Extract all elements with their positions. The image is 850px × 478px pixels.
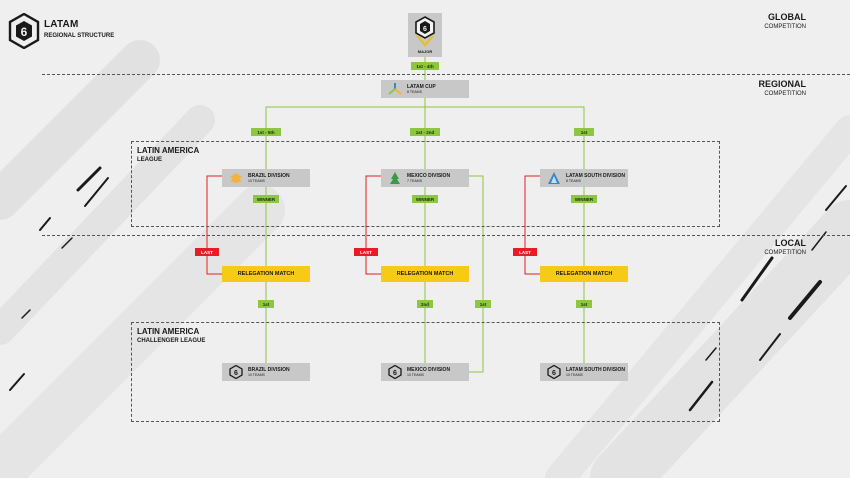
global-tier-subtitle: COMPETITION — [764, 24, 806, 30]
south-league-card[interactable]: LATAM SOUTH DIVISION 8 TEAMS — [540, 169, 628, 187]
mexico-challenger-name: MEXICO DIVISION — [407, 366, 451, 373]
mexico-league-name: MEXICO DIVISION — [407, 172, 451, 179]
mexico-cup-tag: 1st - 2nd — [410, 128, 440, 136]
rainbow-six-badge-icon: 6 — [547, 365, 561, 379]
mexico-league-card[interactable]: MEXICO DIVISION 7 TEAMS — [381, 169, 469, 187]
south-winner-tag: WINNER — [571, 195, 597, 203]
latam-cup-teams: 8 TEAMS — [407, 89, 422, 94]
svg-text:6: 6 — [393, 370, 397, 377]
major-label: MAJOR — [417, 49, 433, 54]
mexico-last-line — [365, 175, 382, 275]
brand-title: LATAM — [44, 19, 79, 30]
latam-cup-card[interactable]: LATAM CUP 8 TEAMS — [381, 80, 469, 98]
local-tier-subtitle: COMPETITION — [764, 250, 806, 256]
rainbow-six-logo-icon: 6 — [8, 13, 40, 49]
league-subtitle: LEAGUE — [137, 157, 163, 163]
brazil-relegation-match[interactable]: RELEGATION MATCH — [222, 266, 310, 282]
challenger-title: LATIN AMERICA — [137, 327, 200, 336]
local-tier-title: LOCAL — [775, 238, 806, 248]
brazil-league-name: BRAZIL DIVISION — [248, 172, 290, 179]
brazil-promote-tag: 1st — [258, 300, 274, 308]
latam-cup-icon — [388, 83, 402, 95]
challenger-region — [131, 322, 720, 422]
mexico-league-teams: 7 TEAMS — [407, 178, 422, 183]
mexico-relegation-match[interactable]: RELEGATION MATCH — [381, 266, 469, 282]
global-tier-title: GLOBAL — [768, 12, 806, 22]
mexico-promote-tag: 2nd — [417, 300, 433, 308]
svg-text:6: 6 — [552, 370, 556, 377]
mexico-direct-line — [469, 175, 484, 373]
regional-tier-title: REGIONAL — [758, 79, 806, 89]
south-relegation-match[interactable]: RELEGATION MATCH — [540, 266, 628, 282]
brand-subtitle: REGIONAL STRUCTURE — [44, 33, 115, 39]
south-challenger-card[interactable]: 6 LATAM SOUTH DIVISION 10 TEAMS — [540, 363, 628, 381]
brazil-league-card[interactable]: BRAZIL DIVISION 10 TEAMS — [222, 169, 310, 187]
challenger-subtitle: CHALLENGER LEAGUE — [137, 338, 206, 344]
brazil-challenger-card[interactable]: 6 BRAZIL DIVISION 10 TEAMS — [222, 363, 310, 381]
major-qualify-tag: 1st - 4th — [411, 62, 439, 70]
brazil-winner-tag: WINNER — [253, 195, 279, 203]
mexico-challenger-teams: 10 TEAMS — [407, 372, 424, 377]
rainbow-six-badge-icon: 6 — [229, 365, 243, 379]
latam-cup-name: LATAM CUP — [407, 83, 436, 90]
rainbow-six-badge-icon: 6 — [388, 365, 402, 379]
south-last-line — [524, 175, 541, 275]
major-trophy-icon: 6 — [415, 16, 435, 47]
cup-branch-line — [265, 97, 426, 169]
south-league-teams: 8 TEAMS — [566, 178, 581, 183]
mexico-challenger-card[interactable]: 6 MEXICO DIVISION 10 TEAMS — [381, 363, 469, 381]
south-challenger-name: LATAM SOUTH DIVISION — [566, 366, 625, 373]
mexico-direct-tag: 1st — [475, 300, 491, 308]
brazil-challenger-name: BRAZIL DIVISION — [248, 366, 290, 373]
south-promote-tag: 1st — [576, 300, 592, 308]
svg-text:6: 6 — [423, 26, 427, 33]
latam-south-division-icon — [548, 172, 560, 184]
south-challenger-teams: 10 TEAMS — [566, 372, 583, 377]
mexico-winner-tag: WINNER — [412, 195, 438, 203]
cup-to-south-line — [425, 106, 585, 169]
brazil-challenger-teams: 10 TEAMS — [248, 372, 265, 377]
league-region — [131, 141, 720, 227]
svg-text:6: 6 — [21, 25, 28, 39]
mexico-division-icon — [390, 172, 400, 184]
brazil-division-icon — [230, 173, 242, 183]
south-last-tag: LAST — [513, 248, 537, 256]
mexico-last-tag: LAST — [354, 248, 378, 256]
brazil-cup-tag: 1st - 5th — [251, 128, 281, 136]
south-league-name: LATAM SOUTH DIVISION — [566, 172, 625, 179]
regional-tier-subtitle: COMPETITION — [764, 91, 806, 97]
league-title: LATIN AMERICA — [137, 146, 200, 155]
major-card[interactable]: 6 MAJOR — [408, 13, 442, 57]
brazil-last-line — [206, 175, 223, 275]
brazil-last-tag: LAST — [195, 248, 219, 256]
local-tier-separator — [42, 235, 850, 236]
south-cup-tag: 1st — [574, 128, 594, 136]
brazil-league-teams: 10 TEAMS — [248, 178, 265, 183]
svg-text:6: 6 — [234, 370, 238, 377]
global-tier-separator — [42, 74, 850, 75]
